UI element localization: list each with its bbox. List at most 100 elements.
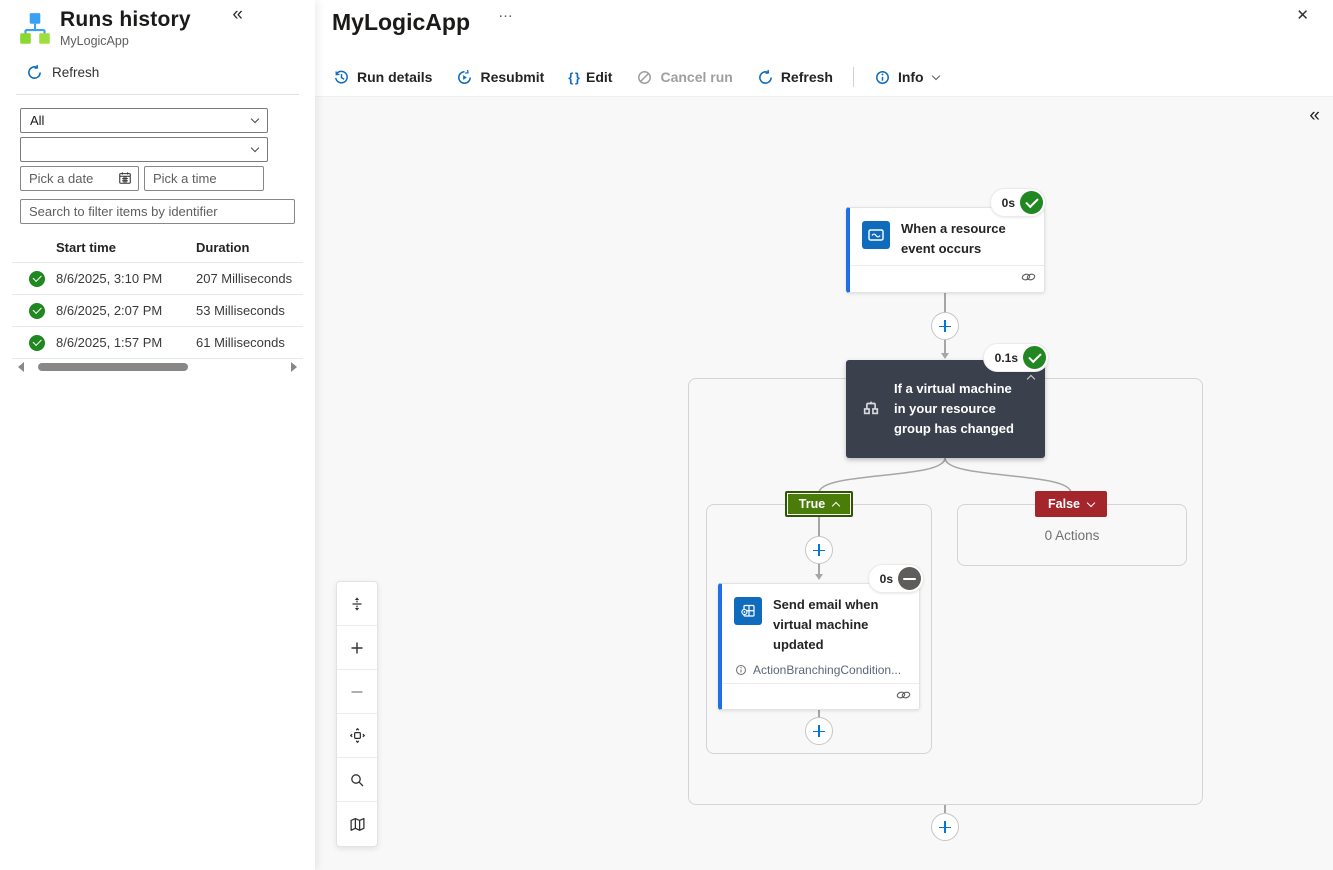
logic-app-icon [20, 13, 50, 44]
succeeded-status-icon [1023, 346, 1046, 369]
chevron-down-icon [931, 71, 940, 80]
action-title: Send email when virtual machine updated [773, 597, 879, 652]
refresh-icon [758, 69, 772, 84]
resubmit-button[interactable]: Resubmit [456, 69, 544, 86]
toolbar: Run details Resubmit { } Edit Cance [315, 58, 1333, 96]
double-chevron-left-icon: « [232, 4, 243, 25]
edit-button[interactable]: { } Edit [568, 69, 613, 85]
history-icon [335, 70, 348, 84]
secondary-filter-dropdown[interactable] [20, 137, 268, 162]
zoom-in-button[interactable] [337, 626, 377, 670]
toolbar-separator [852, 67, 854, 87]
outlook-icon [734, 597, 762, 625]
run-details-button[interactable]: Run details [333, 69, 432, 86]
scroll-left-arrow[interactable] [18, 361, 24, 372]
insert-action-button[interactable] [805, 536, 833, 564]
connector [818, 517, 820, 536]
skipped-status-icon [898, 567, 921, 590]
panel-header: Runs history MyLogicApp [16, 8, 299, 48]
chevron-up-icon [831, 501, 841, 511]
trigger-title: When a resource event occurs [901, 221, 1006, 256]
run-start-time: 8/6/2025, 1:57 PM [56, 335, 163, 350]
connector [818, 564, 820, 575]
connection-link-icon [896, 691, 911, 699]
page-title: MyLogicApp [332, 9, 470, 35]
trigger-status-badge: 0s [989, 188, 1046, 217]
refresh-icon [28, 64, 41, 79]
main-header: MyLogicApp … ✕ [315, 0, 1333, 58]
table-row[interactable]: 8/6/2025, 1:57 PM 61 Milliseconds [12, 326, 303, 358]
scroll-right-arrow[interactable] [291, 361, 297, 372]
table-row[interactable]: 8/6/2025, 3:10 PM 207 Milliseconds [12, 262, 303, 294]
refresh-button[interactable]: Refresh [757, 69, 833, 86]
panel-collapse-button[interactable]: « [232, 4, 243, 26]
pan-icon [349, 728, 365, 743]
run-duration: 207 Milliseconds [196, 271, 293, 286]
succeeded-status-icon [1020, 191, 1043, 214]
runs-table-header: Start time Duration [12, 232, 303, 262]
runs-search-input[interactable] [20, 199, 295, 224]
run-start-time: 8/6/2025, 3:10 PM [56, 271, 163, 286]
runs-refresh-button[interactable]: Refresh [26, 64, 99, 81]
action-note: ActionBranchingCondition... [753, 663, 902, 677]
succeeded-status-icon [29, 270, 45, 287]
canvas-collapse-button[interactable]: « [1309, 105, 1320, 127]
condition-title: If a virtual machine in your resource gr… [894, 381, 1014, 436]
collapse-node-chevron-icon[interactable] [1026, 374, 1036, 384]
scrollbar-thumb[interactable] [38, 362, 188, 371]
condition-node[interactable]: If a virtual machine in your resource gr… [846, 343, 1049, 458]
column-start-time: Start time [56, 239, 116, 255]
table-row[interactable]: 8/6/2025, 2:07 PM 53 Milliseconds [12, 294, 303, 326]
panel-title: Runs history [60, 8, 191, 31]
action-status-badge: 0s [867, 564, 924, 593]
workflow-canvas[interactable]: « [315, 96, 1333, 870]
insert-action-button[interactable] [931, 312, 959, 340]
zoom-out-button[interactable] [337, 670, 377, 714]
fit-view-button[interactable] [337, 582, 377, 626]
more-options-button[interactable]: … [498, 4, 514, 21]
ellipsis-icon: … [498, 4, 514, 21]
search-icon [351, 773, 364, 786]
search-canvas-button[interactable] [337, 758, 377, 802]
false-branch-chip[interactable]: False [1035, 491, 1107, 517]
succeeded-status-icon [29, 302, 45, 319]
connector [818, 710, 820, 718]
trigger-node[interactable]: When a resource event occurs 0s [846, 188, 1046, 293]
insert-action-button[interactable] [931, 813, 959, 841]
fit-view-icon [352, 596, 362, 611]
event-grid-icon [862, 221, 890, 249]
minus-icon [351, 690, 363, 693]
divider [16, 94, 299, 95]
code-braces-icon: { } [568, 69, 580, 85]
resubmit-icon [458, 69, 472, 84]
run-duration: 61 Milliseconds [196, 335, 285, 350]
insert-action-button[interactable] [805, 717, 833, 745]
date-picker-input[interactable] [20, 166, 139, 191]
chevron-down-icon [250, 143, 260, 153]
time-picker-input[interactable] [144, 166, 264, 191]
run-start-time: 8/6/2025, 2:07 PM [56, 303, 163, 318]
minimap-button[interactable] [337, 802, 377, 846]
cancel-run-button[interactable]: Cancel run [636, 69, 733, 86]
run-duration: 53 Milliseconds [196, 303, 285, 318]
pan-mode-button[interactable] [337, 714, 377, 758]
column-duration: Duration [196, 239, 250, 255]
true-branch-chip[interactable]: True [785, 491, 853, 517]
info-button[interactable]: Info [874, 69, 940, 86]
info-icon [735, 664, 747, 676]
canvas-controls [336, 581, 378, 847]
chevron-down-icon [1086, 498, 1096, 507]
refresh-label: Refresh [52, 65, 100, 80]
chevron-down-icon [250, 114, 260, 124]
close-icon: ✕ [1296, 7, 1309, 24]
status-filter-dropdown[interactable]: All [20, 108, 268, 133]
condition-icon [863, 401, 879, 415]
panel-subtitle: MyLogicApp [60, 34, 129, 48]
info-icon [875, 70, 889, 84]
action-node-send-email[interactable]: Send email when virtual machine updated … [718, 564, 924, 710]
connector-arrow [940, 353, 949, 359]
close-button[interactable]: ✕ [1296, 6, 1309, 24]
connector [944, 805, 946, 813]
plus-icon [351, 642, 363, 653]
